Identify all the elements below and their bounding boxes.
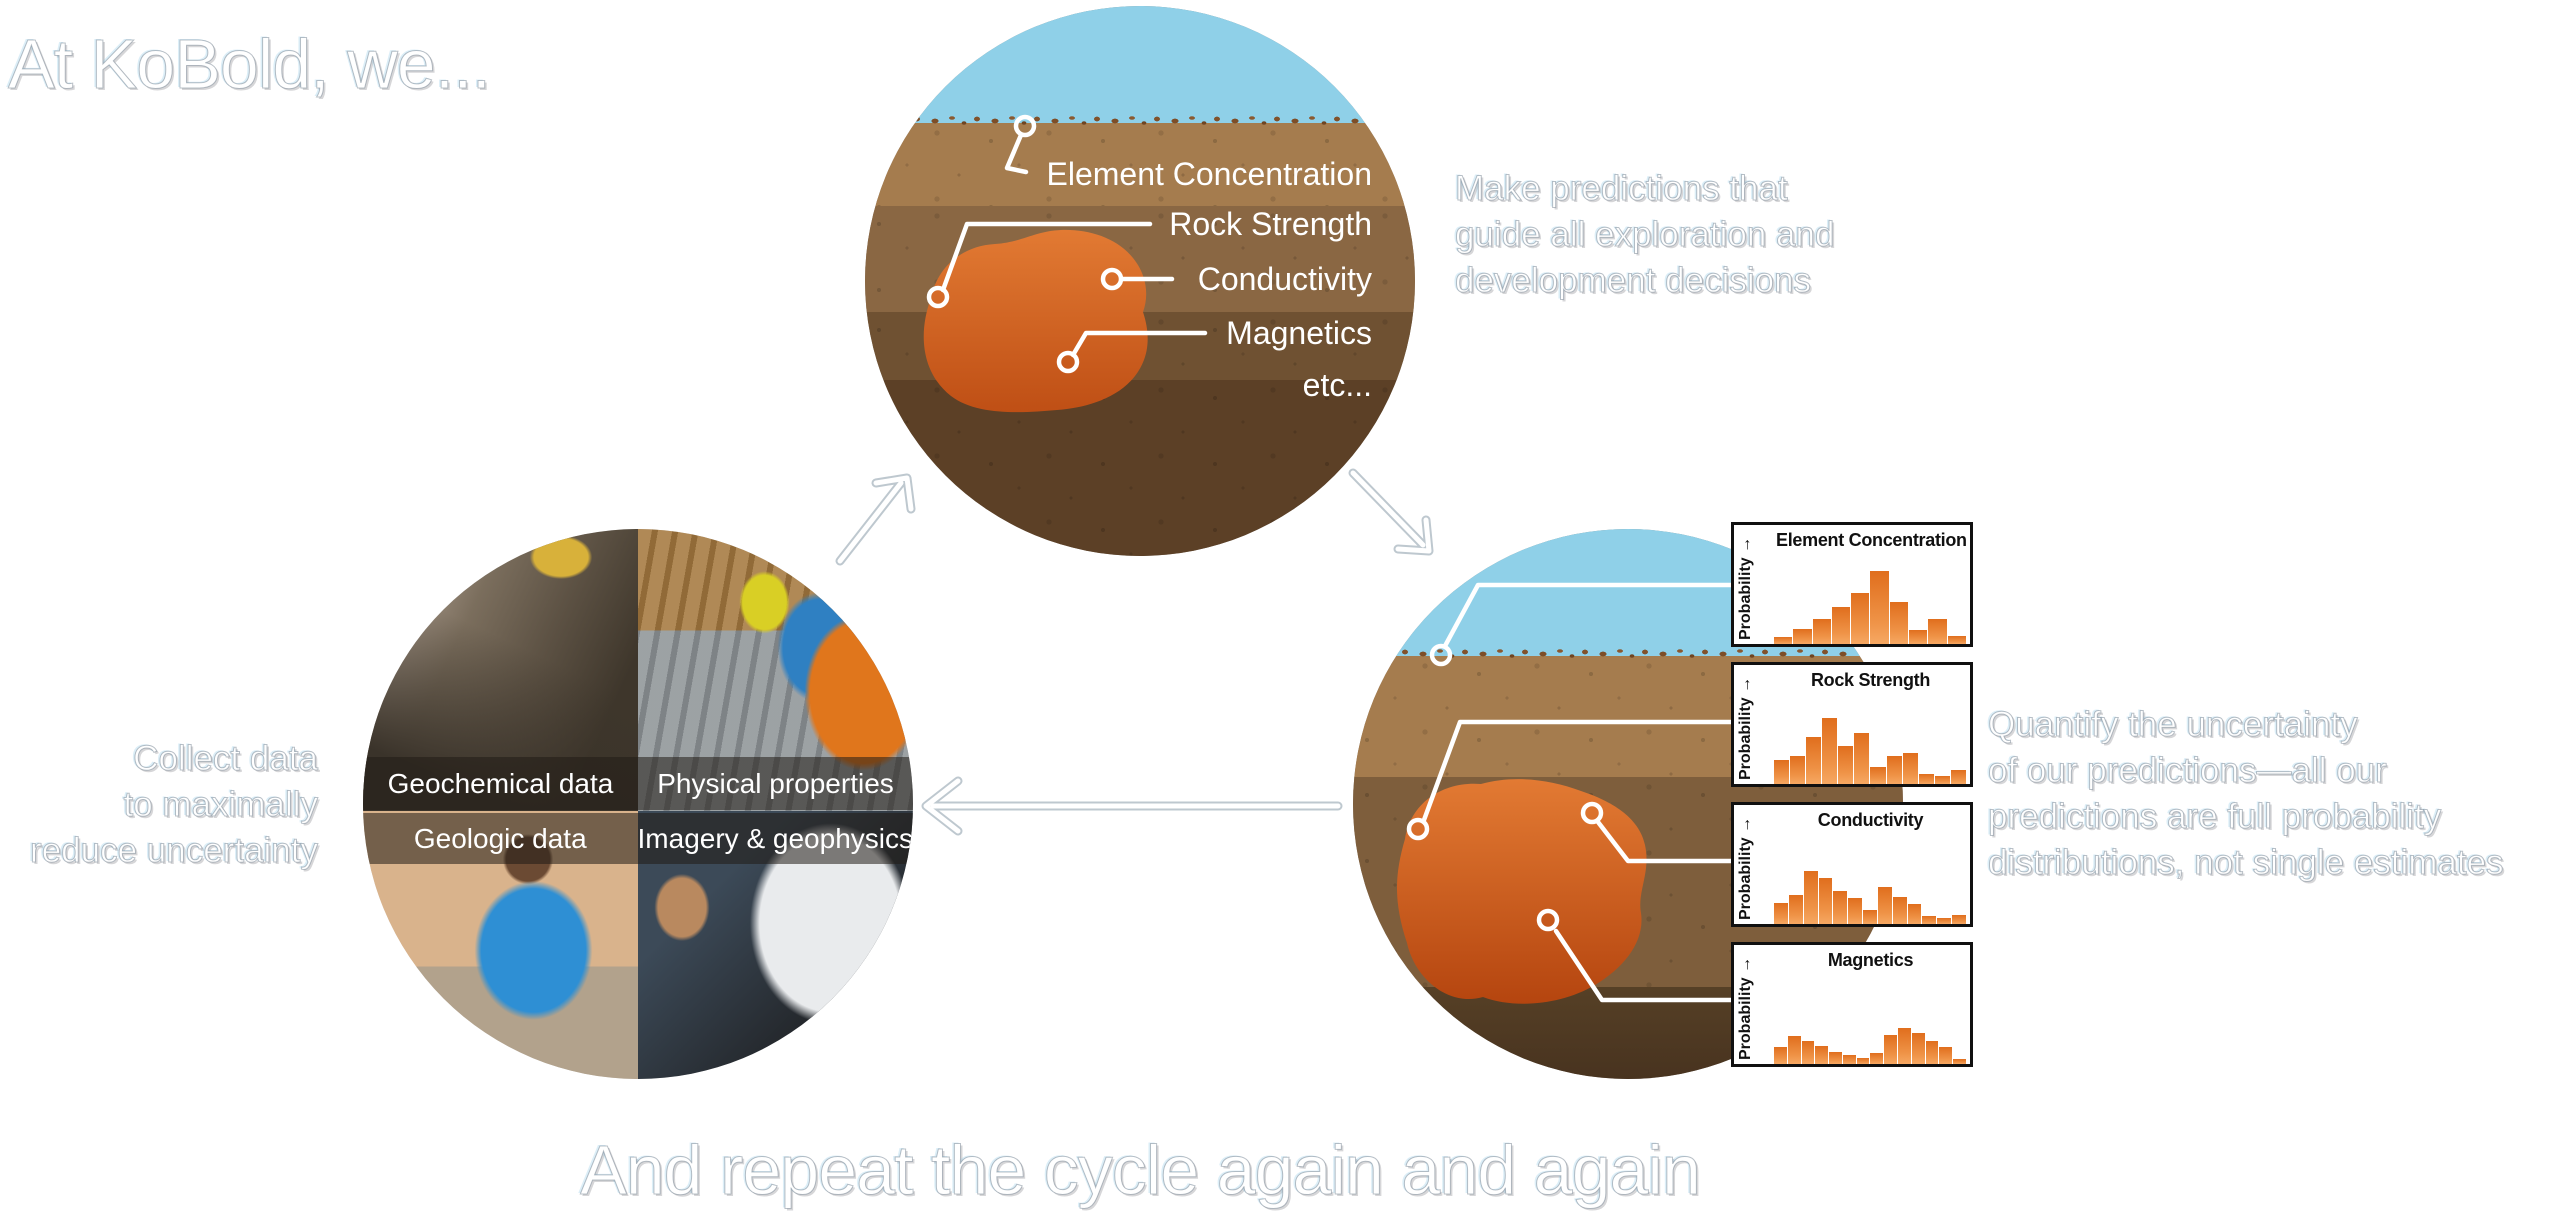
histogram-bar	[1947, 635, 1966, 644]
quantify-caption-line: of our predictions—all our	[1988, 751, 2388, 791]
histogram-bar	[1925, 1041, 1939, 1064]
histogram-bar	[1870, 767, 1886, 784]
probability-axis-label: Probability →	[1737, 956, 1754, 1060]
histogram-bar	[1774, 637, 1793, 644]
probability-axis-label: Probability →	[1737, 676, 1754, 780]
histogram-bar	[1806, 737, 1822, 784]
predict-caption-line: guide all exploration and	[1454, 215, 1835, 255]
histogram-bar	[1833, 890, 1848, 924]
histogram-bar	[1838, 745, 1854, 784]
histogram-bar	[1818, 878, 1833, 924]
repeat-caption: And repeat the cycle again and again	[580, 1131, 1702, 1210]
collect-caption: Collect data to maximally reduce uncerta…	[30, 736, 319, 874]
histogram-bar	[1790, 755, 1806, 784]
histogram-bar	[1922, 916, 1937, 924]
property-label-magnetics: Magnetics	[1226, 315, 1372, 351]
quantify-caption-line: Quantify the uncertainty	[1988, 705, 2359, 745]
probability-panel-element-concentration: Element Concentration Probability →	[1731, 522, 1973, 647]
histogram-bar	[1877, 886, 1892, 924]
histogram-bar	[1889, 601, 1909, 644]
photo-label-geologic: Geologic data	[413, 822, 587, 854]
photo-label-band-upper: Geochemical data Physical properties	[363, 757, 913, 810]
histogram-bar	[1953, 1058, 1966, 1064]
probability-panel-rock-strength: Rock Strength Probability →	[1731, 662, 1973, 787]
soil-layer-1	[865, 123, 1415, 206]
sky-layer	[865, 6, 1415, 123]
predict-caption-line: development decisions	[1454, 261, 1812, 301]
histogram-bar	[1801, 1041, 1815, 1064]
histogram-bar	[1854, 733, 1870, 784]
predict-caption-line: Make predictions that	[1454, 169, 1788, 209]
histogram-bar	[1774, 902, 1788, 924]
histogram-bar	[1902, 752, 1918, 784]
photo-label-imagery: Imagery & geophysics	[637, 822, 913, 854]
histogram-bar	[1870, 1052, 1884, 1064]
panel-title: Magnetics	[1827, 950, 1914, 970]
histogram-bar	[1788, 895, 1803, 924]
panel-title: Rock Strength	[1810, 670, 1931, 690]
panel-title: Element Concentration	[1776, 530, 1967, 550]
histogram-bar	[1774, 760, 1790, 784]
histogram-bar	[1829, 1052, 1842, 1064]
panel-title: Conductivity	[1817, 810, 1924, 830]
photo-label-band-lower: Geologic data Imagery & geophysics	[363, 813, 913, 864]
histogram-bar	[1939, 1047, 1953, 1064]
histogram-bar	[1812, 618, 1831, 644]
quantify-caption-line: distributions, not single estimates	[1988, 843, 2505, 883]
histogram-bar	[1851, 593, 1870, 644]
histogram-bar	[1918, 773, 1934, 784]
histogram-bar	[1842, 1054, 1856, 1064]
property-label-etc: etc...	[1302, 367, 1372, 403]
page-title: At KoBold, we...	[7, 25, 491, 104]
predict-caption: Make predictions that guide all explorat…	[1454, 166, 1835, 304]
probability-axis-label: Probability →	[1737, 816, 1754, 920]
histogram-bar	[1870, 570, 1889, 644]
histogram-bar	[1787, 1035, 1801, 1064]
histogram-bar	[1831, 606, 1851, 644]
collect-caption-line: reduce uncertainty	[30, 831, 319, 871]
histogram-bar	[1884, 1035, 1898, 1064]
histogram	[1774, 839, 1966, 924]
collect-caption-line: to maximally	[123, 785, 318, 825]
histogram-bar	[1815, 1046, 1829, 1064]
histogram-bar	[1793, 628, 1812, 644]
predict-circle: Element Concentration Rock Strength Cond…	[865, 6, 1415, 556]
histogram-bar	[1848, 897, 1863, 924]
quantify-caption: Quantify the uncertainty of our predicti…	[1988, 702, 2505, 886]
histogram-bar	[1911, 1032, 1925, 1064]
soil-surface-pebbles	[865, 114, 1415, 127]
probability-panel-magnetics: Magnetics Probability →	[1731, 942, 1973, 1067]
histogram	[1774, 699, 1966, 784]
soil-layer-4	[865, 380, 1415, 556]
quantify-caption-line: predictions are full probability	[1988, 797, 2442, 837]
histogram-bar	[1950, 769, 1966, 784]
probability-axis-label: Probability →	[1737, 536, 1754, 640]
histogram-bar	[1937, 918, 1952, 924]
histogram-bar	[1892, 896, 1907, 924]
histogram-bar	[1909, 630, 1928, 644]
soil-surface-pebbles	[1353, 647, 1903, 660]
property-label-element-concentration: Element Concentration	[1046, 156, 1372, 192]
histogram	[1774, 979, 1966, 1064]
histogram-bar	[1928, 618, 1947, 644]
property-label-rock-strength: Rock Strength	[1169, 206, 1372, 242]
histogram-bar	[1898, 1028, 1911, 1064]
data-collection-circle: Geochemical data Physical properties Geo…	[363, 529, 913, 1079]
property-label-conductivity: Conductivity	[1197, 261, 1372, 297]
histogram-bar	[1822, 717, 1838, 784]
histogram-bar	[1907, 903, 1922, 924]
histogram-bar	[1934, 776, 1950, 784]
cycle-arrow-left-icon	[923, 778, 1341, 834]
histogram	[1774, 559, 1966, 644]
histogram-bar	[1803, 871, 1818, 924]
histogram-bar	[1856, 1058, 1870, 1064]
probability-panel-conductivity: Conductivity Probability →	[1731, 802, 1973, 927]
photo-label-geochemical: Geochemical data	[387, 767, 614, 799]
histogram-bar	[1863, 909, 1877, 924]
photo-label-physical: Physical properties	[657, 767, 894, 799]
histogram-bar	[1952, 914, 1966, 924]
histogram-bar	[1886, 755, 1902, 784]
histogram-bar	[1774, 1047, 1787, 1064]
collect-caption-line: Collect data	[133, 739, 319, 779]
